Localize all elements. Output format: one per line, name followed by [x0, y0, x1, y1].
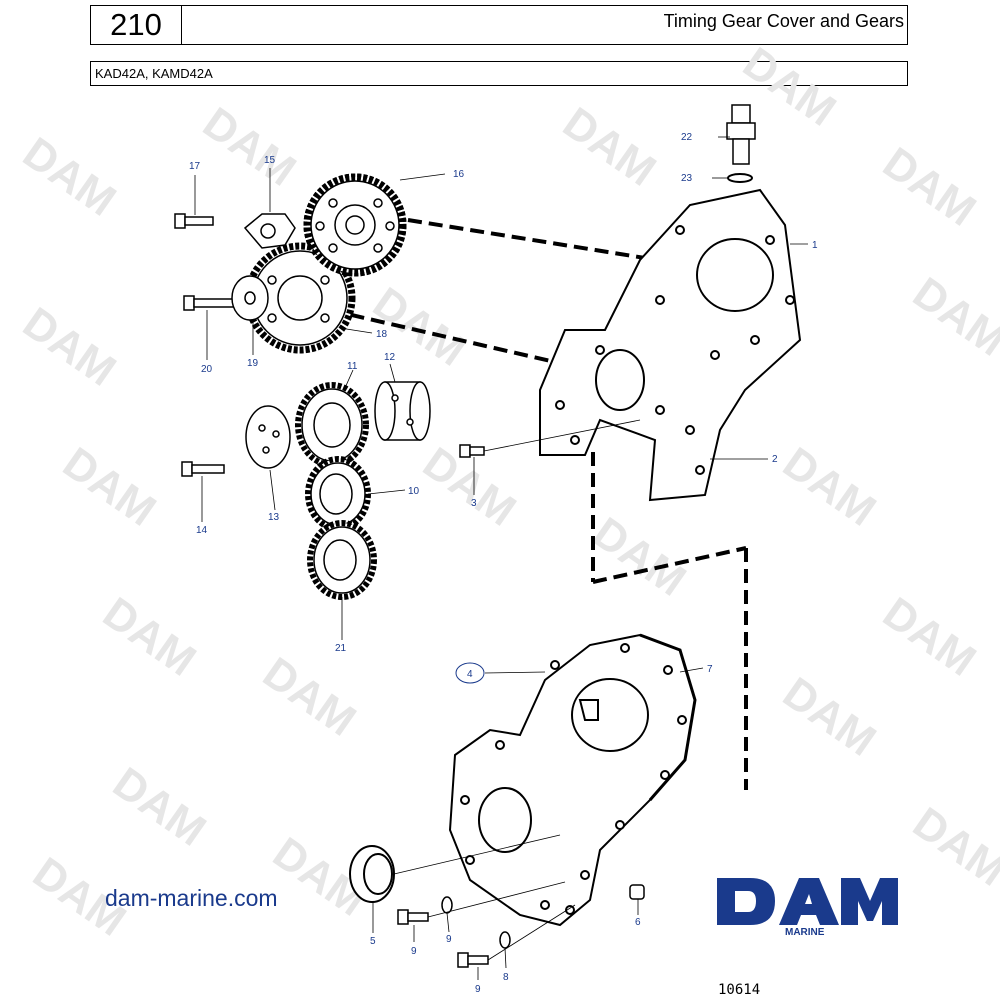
- sensor-22: [726, 104, 756, 165]
- alignment-line-diagonal: [592, 546, 747, 584]
- callout-15: 15: [264, 155, 276, 166]
- gear-21: [307, 520, 377, 600]
- callout-9b: 9: [446, 934, 452, 945]
- watermark: DAM: [774, 438, 884, 536]
- callout-17: 17: [189, 161, 201, 172]
- gear-16-front: [303, 173, 407, 277]
- watermark: DAM: [584, 508, 694, 606]
- watermark: DAM: [554, 98, 664, 196]
- model-list: KAD42A, KAMD42A: [95, 66, 213, 81]
- watermark: DAM: [774, 668, 884, 766]
- model-box: KAD42A, KAMD42A: [90, 61, 908, 86]
- dam-logo: [717, 878, 898, 925]
- leader-lines: [194, 136, 808, 980]
- callout-9c: 9: [475, 984, 481, 995]
- watermark: DAM: [104, 758, 214, 856]
- callout-13: 13: [268, 512, 280, 523]
- document-id: 10614: [718, 982, 761, 998]
- callout-16: 16: [453, 169, 465, 180]
- watermark: DAM: [904, 268, 1000, 366]
- callout-9a: 9: [411, 946, 417, 957]
- watermark: DAM: [94, 588, 204, 686]
- callout-labels: 1 2 3 4 5 6 7 8 9 9 9 10 11 12 13 14 15 …: [189, 132, 818, 995]
- plate-13: [245, 405, 291, 469]
- callout-21: 21: [335, 643, 347, 654]
- watermark: DAM: [734, 38, 844, 136]
- watermark: DAM: [904, 798, 1000, 896]
- callout-18: 18: [376, 329, 388, 340]
- bolt-3: [459, 444, 485, 458]
- washer-9b: [441, 896, 453, 914]
- seal-5: [349, 845, 395, 903]
- watermark: DAM: [874, 588, 984, 686]
- watermark: DAM: [254, 648, 364, 746]
- callout-4: 4: [467, 669, 473, 680]
- callout-3: 3: [471, 498, 477, 509]
- logo-subtitle: MARINE: [785, 927, 825, 938]
- callout-22: 22: [681, 132, 693, 143]
- callout-23: 23: [681, 173, 693, 184]
- watermark: DAM: [194, 98, 304, 196]
- washer-8: [499, 931, 511, 949]
- page-title: Timing Gear Cover and Gears: [663, 11, 904, 31]
- callout-12: 12: [384, 352, 396, 363]
- flange-15: [243, 213, 296, 249]
- sleeve-6: [629, 884, 645, 900]
- callout-7: 7: [707, 664, 713, 675]
- callout-ring-4: [455, 662, 485, 684]
- alignment-line-middle: [329, 308, 599, 374]
- watermark: DAM: [14, 128, 124, 226]
- watermark: DAM: [364, 278, 474, 376]
- callout-11: 11: [347, 361, 358, 372]
- gear-10: [305, 456, 371, 532]
- callout-2: 2: [772, 454, 778, 465]
- callout-19: 19: [247, 358, 259, 369]
- callout-8: 8: [503, 972, 509, 983]
- gear-housing-1: [539, 188, 802, 502]
- washer-19: [231, 275, 269, 321]
- watermark: DAM: [874, 138, 984, 236]
- watermark: DAM: [14, 298, 124, 396]
- callout-10: 10: [408, 486, 420, 497]
- bolt-20: [183, 295, 235, 311]
- gear-18: [244, 242, 356, 354]
- title-box: Timing Gear Cover and Gears: [181, 5, 908, 45]
- bolt-14: [181, 461, 225, 477]
- callout-20: 20: [201, 364, 213, 375]
- bolt-17: [174, 213, 214, 229]
- hub-12: [374, 381, 431, 441]
- o-ring-23: [727, 173, 753, 183]
- website-link[interactable]: dam-marine.com: [105, 885, 278, 911]
- timing-cover-4: [448, 633, 697, 927]
- callout-14: 14: [196, 525, 208, 536]
- gear-11: [295, 382, 369, 468]
- callout-1: 1: [812, 240, 818, 251]
- callout-6: 6: [635, 917, 641, 928]
- bolt-9c: [457, 952, 489, 968]
- page-number: 210: [90, 5, 182, 45]
- bolt-9a: [397, 909, 429, 925]
- watermark: DAM: [54, 438, 164, 536]
- callout-5: 5: [370, 936, 376, 947]
